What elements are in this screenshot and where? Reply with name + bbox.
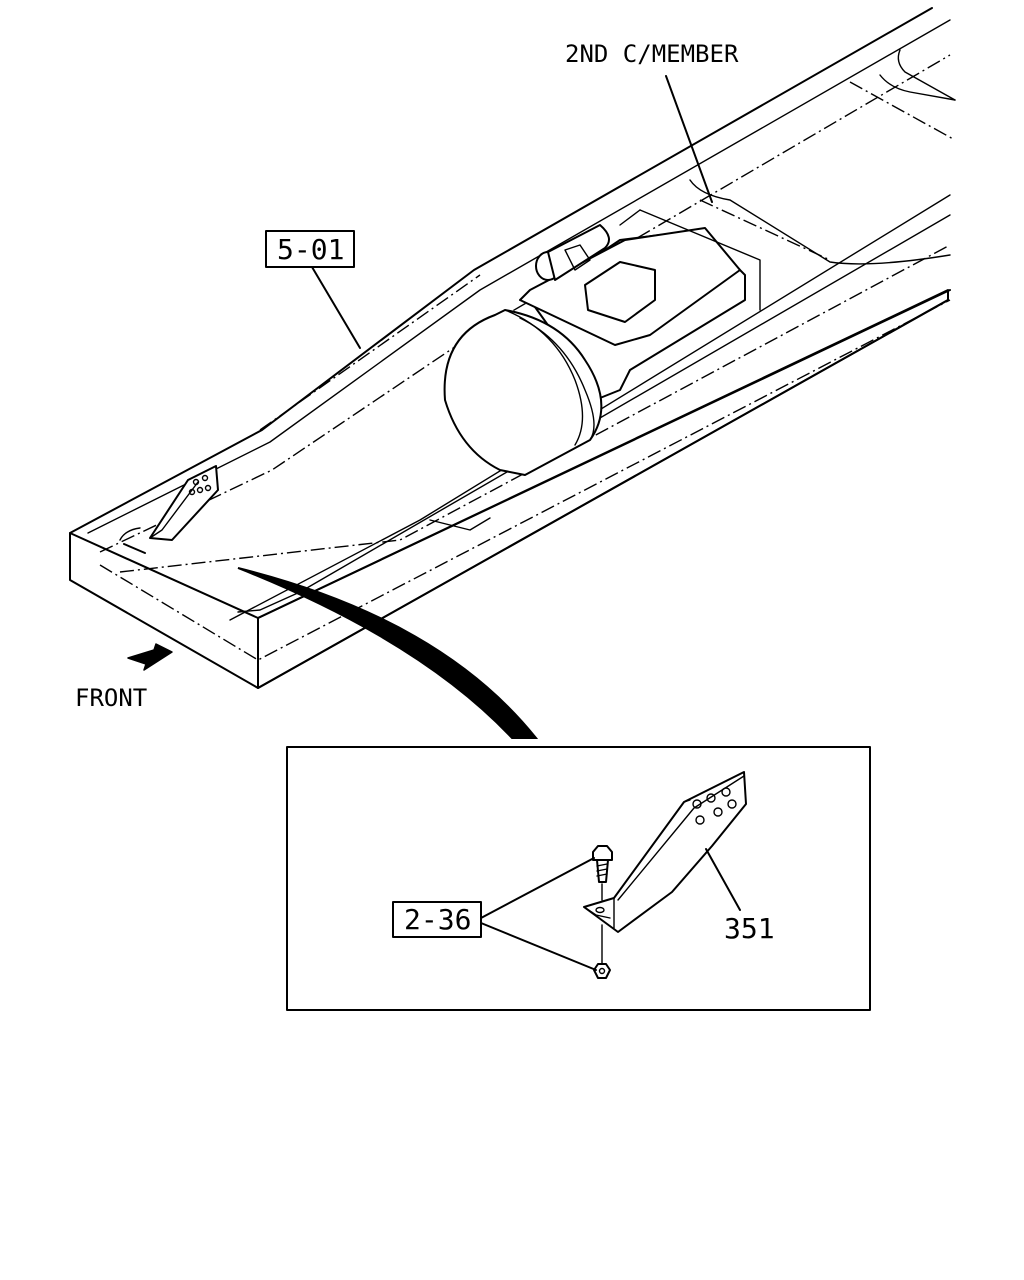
bracket-on-frame	[119, 465, 219, 554]
bracket-351	[583, 771, 747, 933]
fuel-tank-assembly	[443, 209, 761, 476]
arrow-down-left-icon	[127, 643, 173, 671]
ref-box-frame	[265, 230, 355, 268]
callout-5-01: 5-01	[265, 230, 361, 349]
nut	[593, 924, 611, 979]
detail-view: 2-36 351	[286, 746, 871, 1011]
ref-label-bolt-nut: 2-36	[404, 903, 471, 936]
label-front: FRONT	[75, 684, 147, 712]
callout-2-36: 2-36	[392, 857, 597, 971]
front-indicator: FRONT	[75, 643, 173, 712]
detail-frame	[286, 746, 871, 1011]
detail-pointer-curve	[237, 567, 539, 739]
ref-label-frame: 5-01	[277, 233, 344, 266]
callout-2nd-cross-member: 2ND C/MEMBER	[565, 40, 739, 203]
ref-box-bolt-nut	[392, 901, 482, 938]
callout-351: 351	[705, 848, 775, 945]
bolt	[592, 845, 613, 901]
chassis-frame	[69, 7, 956, 689]
label-2nd-cross-member: 2ND C/MEMBER	[565, 40, 739, 68]
part-number-351: 351	[724, 912, 775, 945]
